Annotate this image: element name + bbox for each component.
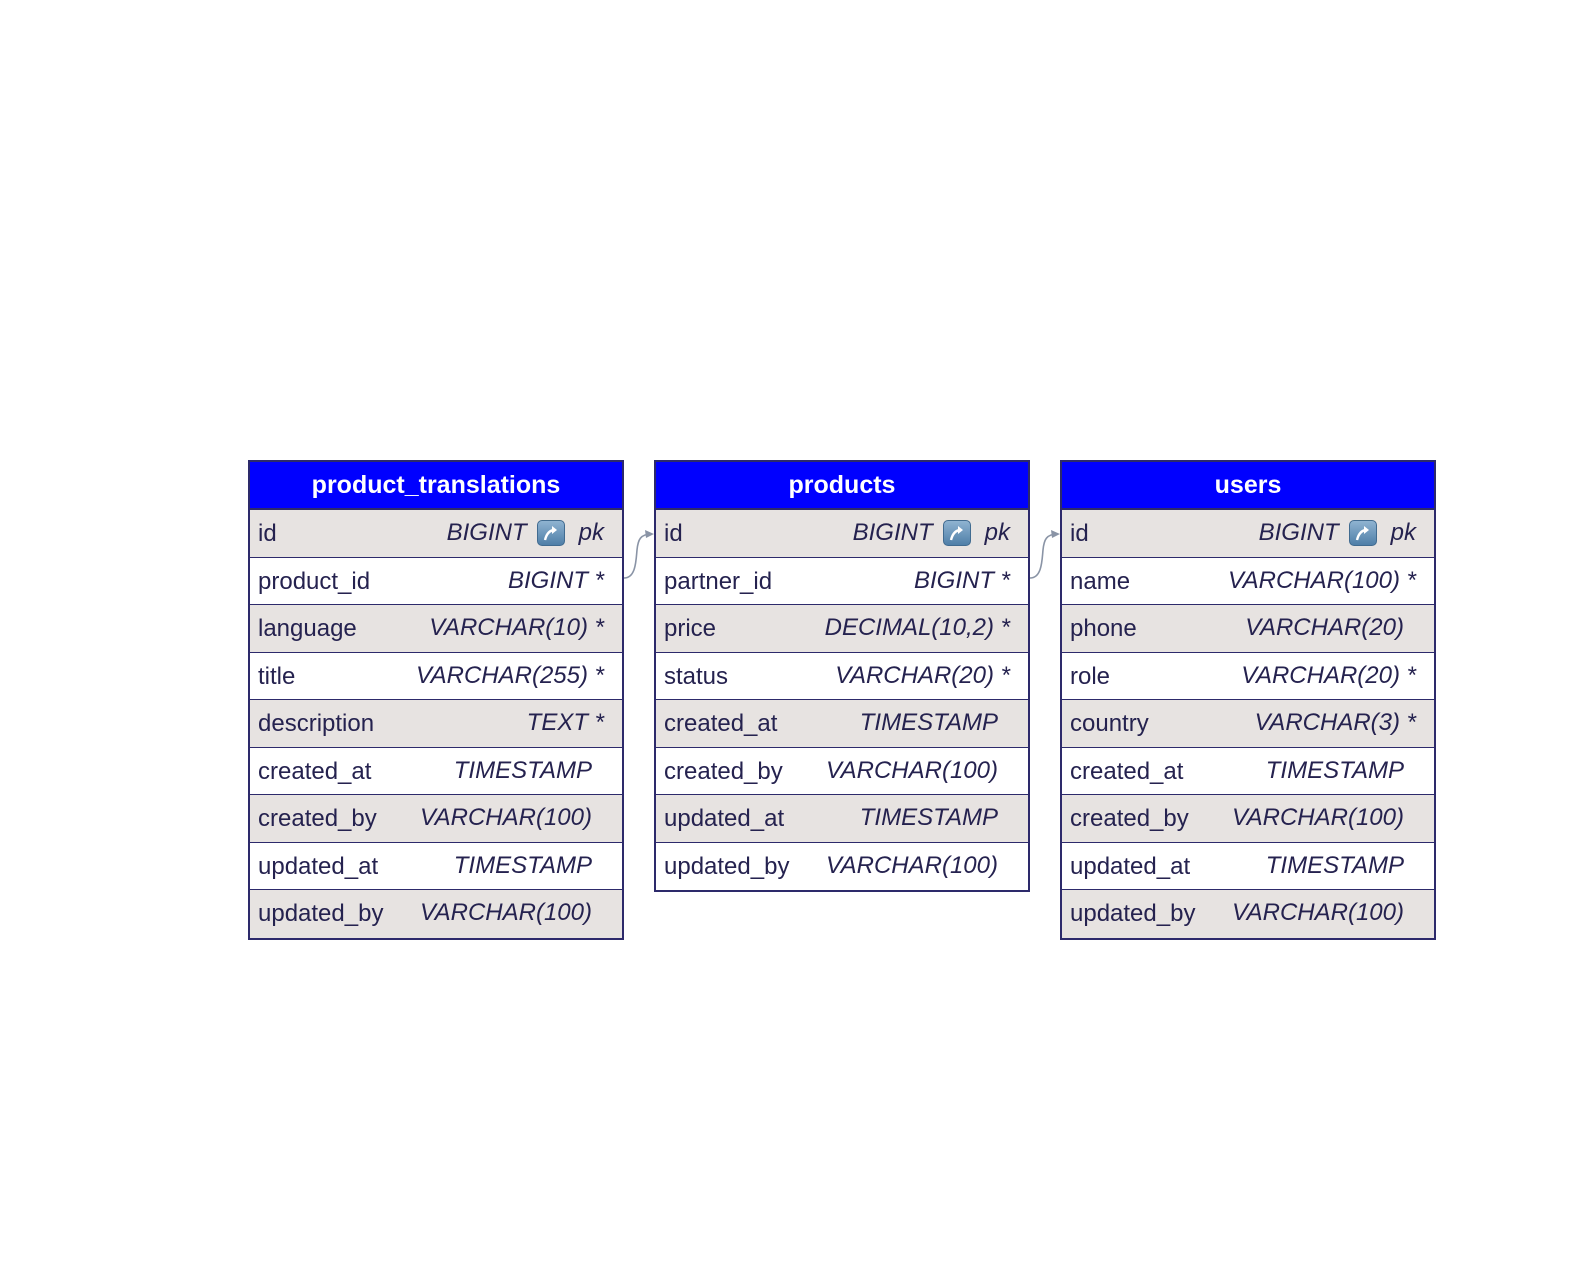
column-name: created_by [258, 805, 377, 832]
column-row[interactable]: id BIGINT pk [656, 510, 1028, 558]
column-row[interactable]: description TEXT * [250, 700, 622, 748]
column-name: updated_by [1070, 900, 1196, 927]
column-type: DECIMAL(10,2) * [824, 614, 1010, 641]
relation-arrow-icon [1051, 530, 1060, 538]
column-type: VARCHAR(20) * [835, 661, 1010, 689]
column-name: created_by [1070, 805, 1189, 832]
column-name: description [258, 710, 375, 737]
column-type: TIMESTAMP [1265, 851, 1404, 879]
column-type: TIMESTAMP [453, 756, 592, 784]
column-type: TEXT * [526, 709, 604, 736]
column-name: title [258, 662, 296, 690]
table-users[interactable]: users id BIGINT pk name VARCHAR(100) * p… [1060, 460, 1436, 940]
column-name: phone [1070, 615, 1137, 642]
column-row[interactable]: role VARCHAR(20) * [1062, 653, 1434, 700]
column-type: VARCHAR(100) [419, 804, 592, 831]
column-name: updated_at [664, 805, 785, 832]
column-row[interactable]: created_at TIMESTAMP [656, 700, 1028, 748]
column-name: updated_at [258, 852, 379, 880]
column-name: updated_by [664, 852, 790, 880]
column-type: BIGINT [446, 519, 527, 546]
column-row[interactable]: language VARCHAR(10) * [250, 605, 622, 653]
column-type: VARCHAR(100) [1231, 804, 1404, 831]
column-name: name [1070, 567, 1131, 595]
column-row[interactable]: created_by VARCHAR(100) [656, 748, 1028, 795]
column-name: price [664, 615, 717, 642]
column-type: VARCHAR(20) * [1241, 661, 1416, 689]
column-row[interactable]: created_at TIMESTAMP [1062, 748, 1434, 795]
column-name: created_at [258, 757, 372, 785]
column-name: created_at [664, 710, 778, 737]
primary-key-icon [536, 519, 565, 546]
column-type: VARCHAR(10) * [429, 614, 604, 641]
column-name: id [1070, 520, 1089, 547]
column-name: partner_id [664, 567, 773, 595]
column-type: TIMESTAMP [859, 709, 998, 736]
column-type: VARCHAR(255) * [415, 661, 604, 689]
column-name: status [664, 662, 729, 690]
column-name: updated_by [258, 900, 384, 927]
column-type: BIGINT * [507, 566, 604, 594]
relation-line-partner-to-users [1029, 533, 1059, 579]
column-row[interactable]: updated_at TIMESTAMP [656, 795, 1028, 843]
column-name: role [1070, 662, 1111, 690]
primary-key-icon [942, 519, 971, 546]
column-row[interactable]: status VARCHAR(20) * [656, 653, 1028, 700]
column-row[interactable]: updated_by VARCHAR(100) [250, 890, 622, 938]
column-row[interactable]: created_at TIMESTAMP [250, 748, 622, 795]
column-type: TIMESTAMP [859, 804, 998, 831]
column-row[interactable]: updated_at TIMESTAMP [250, 843, 622, 890]
table-products[interactable]: products id BIGINT pk partner_id BIGINT … [654, 460, 1030, 892]
column-row[interactable]: country VARCHAR(3) * [1062, 700, 1434, 748]
table-header: product_translations [250, 462, 622, 510]
column-row[interactable]: created_by VARCHAR(100) [1062, 795, 1434, 843]
column-type: BIGINT [852, 519, 933, 546]
column-row[interactable]: id BIGINT pk [250, 510, 622, 558]
column-type: VARCHAR(100) [1231, 899, 1404, 926]
column-type: TIMESTAMP [453, 851, 592, 879]
column-name: id [258, 520, 277, 547]
column-name: updated_at [1070, 852, 1191, 880]
pk-label: pk [1390, 519, 1416, 546]
primary-key-icon [1348, 519, 1377, 546]
column-row[interactable]: phone VARCHAR(20) [1062, 605, 1434, 653]
column-row[interactable]: name VARCHAR(100) * [1062, 558, 1434, 605]
column-row[interactable]: created_by VARCHAR(100) [250, 795, 622, 843]
column-type: VARCHAR(100) [825, 851, 998, 879]
column-row[interactable]: price DECIMAL(10,2) * [656, 605, 1028, 653]
column-row[interactable]: product_id BIGINT * [250, 558, 622, 605]
column-name: product_id [258, 567, 371, 595]
column-type: VARCHAR(100) [825, 756, 998, 784]
column-row[interactable]: id BIGINT pk [1062, 510, 1434, 558]
column-type: VARCHAR(3) * [1254, 709, 1416, 736]
relation-line-product-to-products [623, 533, 653, 579]
column-name: country [1070, 710, 1149, 737]
table-header: users [1062, 462, 1434, 510]
column-type: VARCHAR(100) [419, 899, 592, 926]
column-row[interactable]: updated_by VARCHAR(100) [656, 843, 1028, 891]
table-header: products [656, 462, 1028, 510]
table-product-translations[interactable]: product_translations id BIGINT pk produc… [248, 460, 624, 940]
column-row[interactable]: updated_at TIMESTAMP [1062, 843, 1434, 890]
column-row[interactable]: partner_id BIGINT * [656, 558, 1028, 605]
column-type: BIGINT * [913, 566, 1010, 594]
column-row[interactable]: title VARCHAR(255) * [250, 653, 622, 700]
column-type: VARCHAR(100) * [1227, 566, 1416, 594]
column-name: language [258, 615, 357, 642]
column-name: created_at [1070, 757, 1184, 785]
relation-arrow-icon [645, 530, 654, 538]
column-type: VARCHAR(20) [1245, 614, 1404, 641]
column-type: TIMESTAMP [1265, 756, 1404, 784]
column-row[interactable]: updated_by VARCHAR(100) [1062, 890, 1434, 938]
pk-label: pk [984, 519, 1010, 546]
column-name: created_by [664, 757, 783, 785]
column-type: BIGINT [1258, 519, 1339, 546]
pk-label: pk [578, 519, 604, 546]
column-name: id [664, 520, 683, 547]
